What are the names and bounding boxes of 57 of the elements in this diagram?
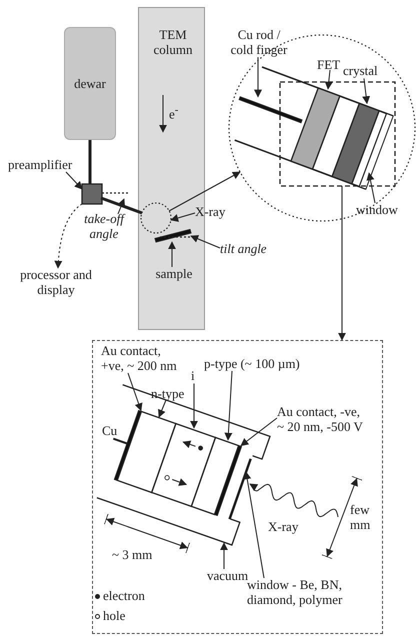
leader-line <box>362 78 370 104</box>
leader-line <box>168 172 241 212</box>
preamplifier-box <box>81 183 103 205</box>
callout-label: X-ray <box>195 205 235 220</box>
leader-line <box>190 383 198 429</box>
callout-label: p-type (~ 100 µm) <box>204 357 316 372</box>
legend-label: hole <box>103 609 126 624</box>
fet-block <box>290 87 341 170</box>
intrinsic-layer <box>150 422 216 508</box>
sample-bar <box>154 228 192 243</box>
callout-label: n-type <box>151 387 187 402</box>
callout-label: Au contact, -ve, ~ 20 nm, -500 V <box>277 405 367 434</box>
leader-line <box>54 204 82 269</box>
dewar-tank: dewar <box>64 27 116 140</box>
callout-label: FET <box>317 58 345 73</box>
contact-layer <box>214 444 242 516</box>
callout-label: crystal <box>343 64 385 79</box>
leader-line <box>66 172 83 190</box>
leader-line <box>220 542 228 570</box>
leader-line <box>324 70 333 90</box>
callout-label: preamplifier <box>8 158 86 173</box>
leader-line <box>128 372 142 412</box>
callout-label: window <box>356 203 408 218</box>
connector-line <box>88 140 92 184</box>
leader-line <box>240 418 278 446</box>
wavy-arrow <box>249 484 338 518</box>
leader-line <box>168 241 176 268</box>
column-title: TEM column <box>152 28 194 58</box>
callout-label: Cu rod / cold finger <box>226 28 292 58</box>
crystal-block <box>331 102 380 185</box>
legend-label: electron <box>103 589 146 604</box>
leader-line <box>254 56 262 98</box>
dimension-label: few mm <box>350 503 372 532</box>
enlarged-view-panel <box>92 340 383 634</box>
leader-line <box>158 400 166 418</box>
cold-finger-rod <box>238 96 303 124</box>
beam-label: e$^{-}$ <box>169 104 180 122</box>
leader-line <box>338 186 346 341</box>
connector-line <box>100 196 143 214</box>
callout-label: processor and display <box>16 268 96 298</box>
leader-line <box>170 212 196 222</box>
dimension-label: ~ 3 mm <box>112 548 154 563</box>
window-membrane <box>228 458 252 520</box>
leader-line <box>190 235 220 248</box>
callout-label: sample <box>151 267 197 282</box>
callout-label: i <box>191 369 201 384</box>
leader-line <box>243 471 264 578</box>
callout-label: take-off angle <box>78 212 130 242</box>
window-layer <box>358 112 394 190</box>
leader-line <box>224 370 232 441</box>
p-type-layer <box>190 436 240 516</box>
callout-label: tilt angle <box>220 242 282 257</box>
n-type-layer <box>116 410 177 494</box>
leader-line <box>366 172 376 204</box>
leader-line <box>118 198 126 214</box>
part-label: Cu <box>102 424 118 439</box>
callout-label: Au contact, +ve, ~ 200 nm <box>101 344 187 374</box>
